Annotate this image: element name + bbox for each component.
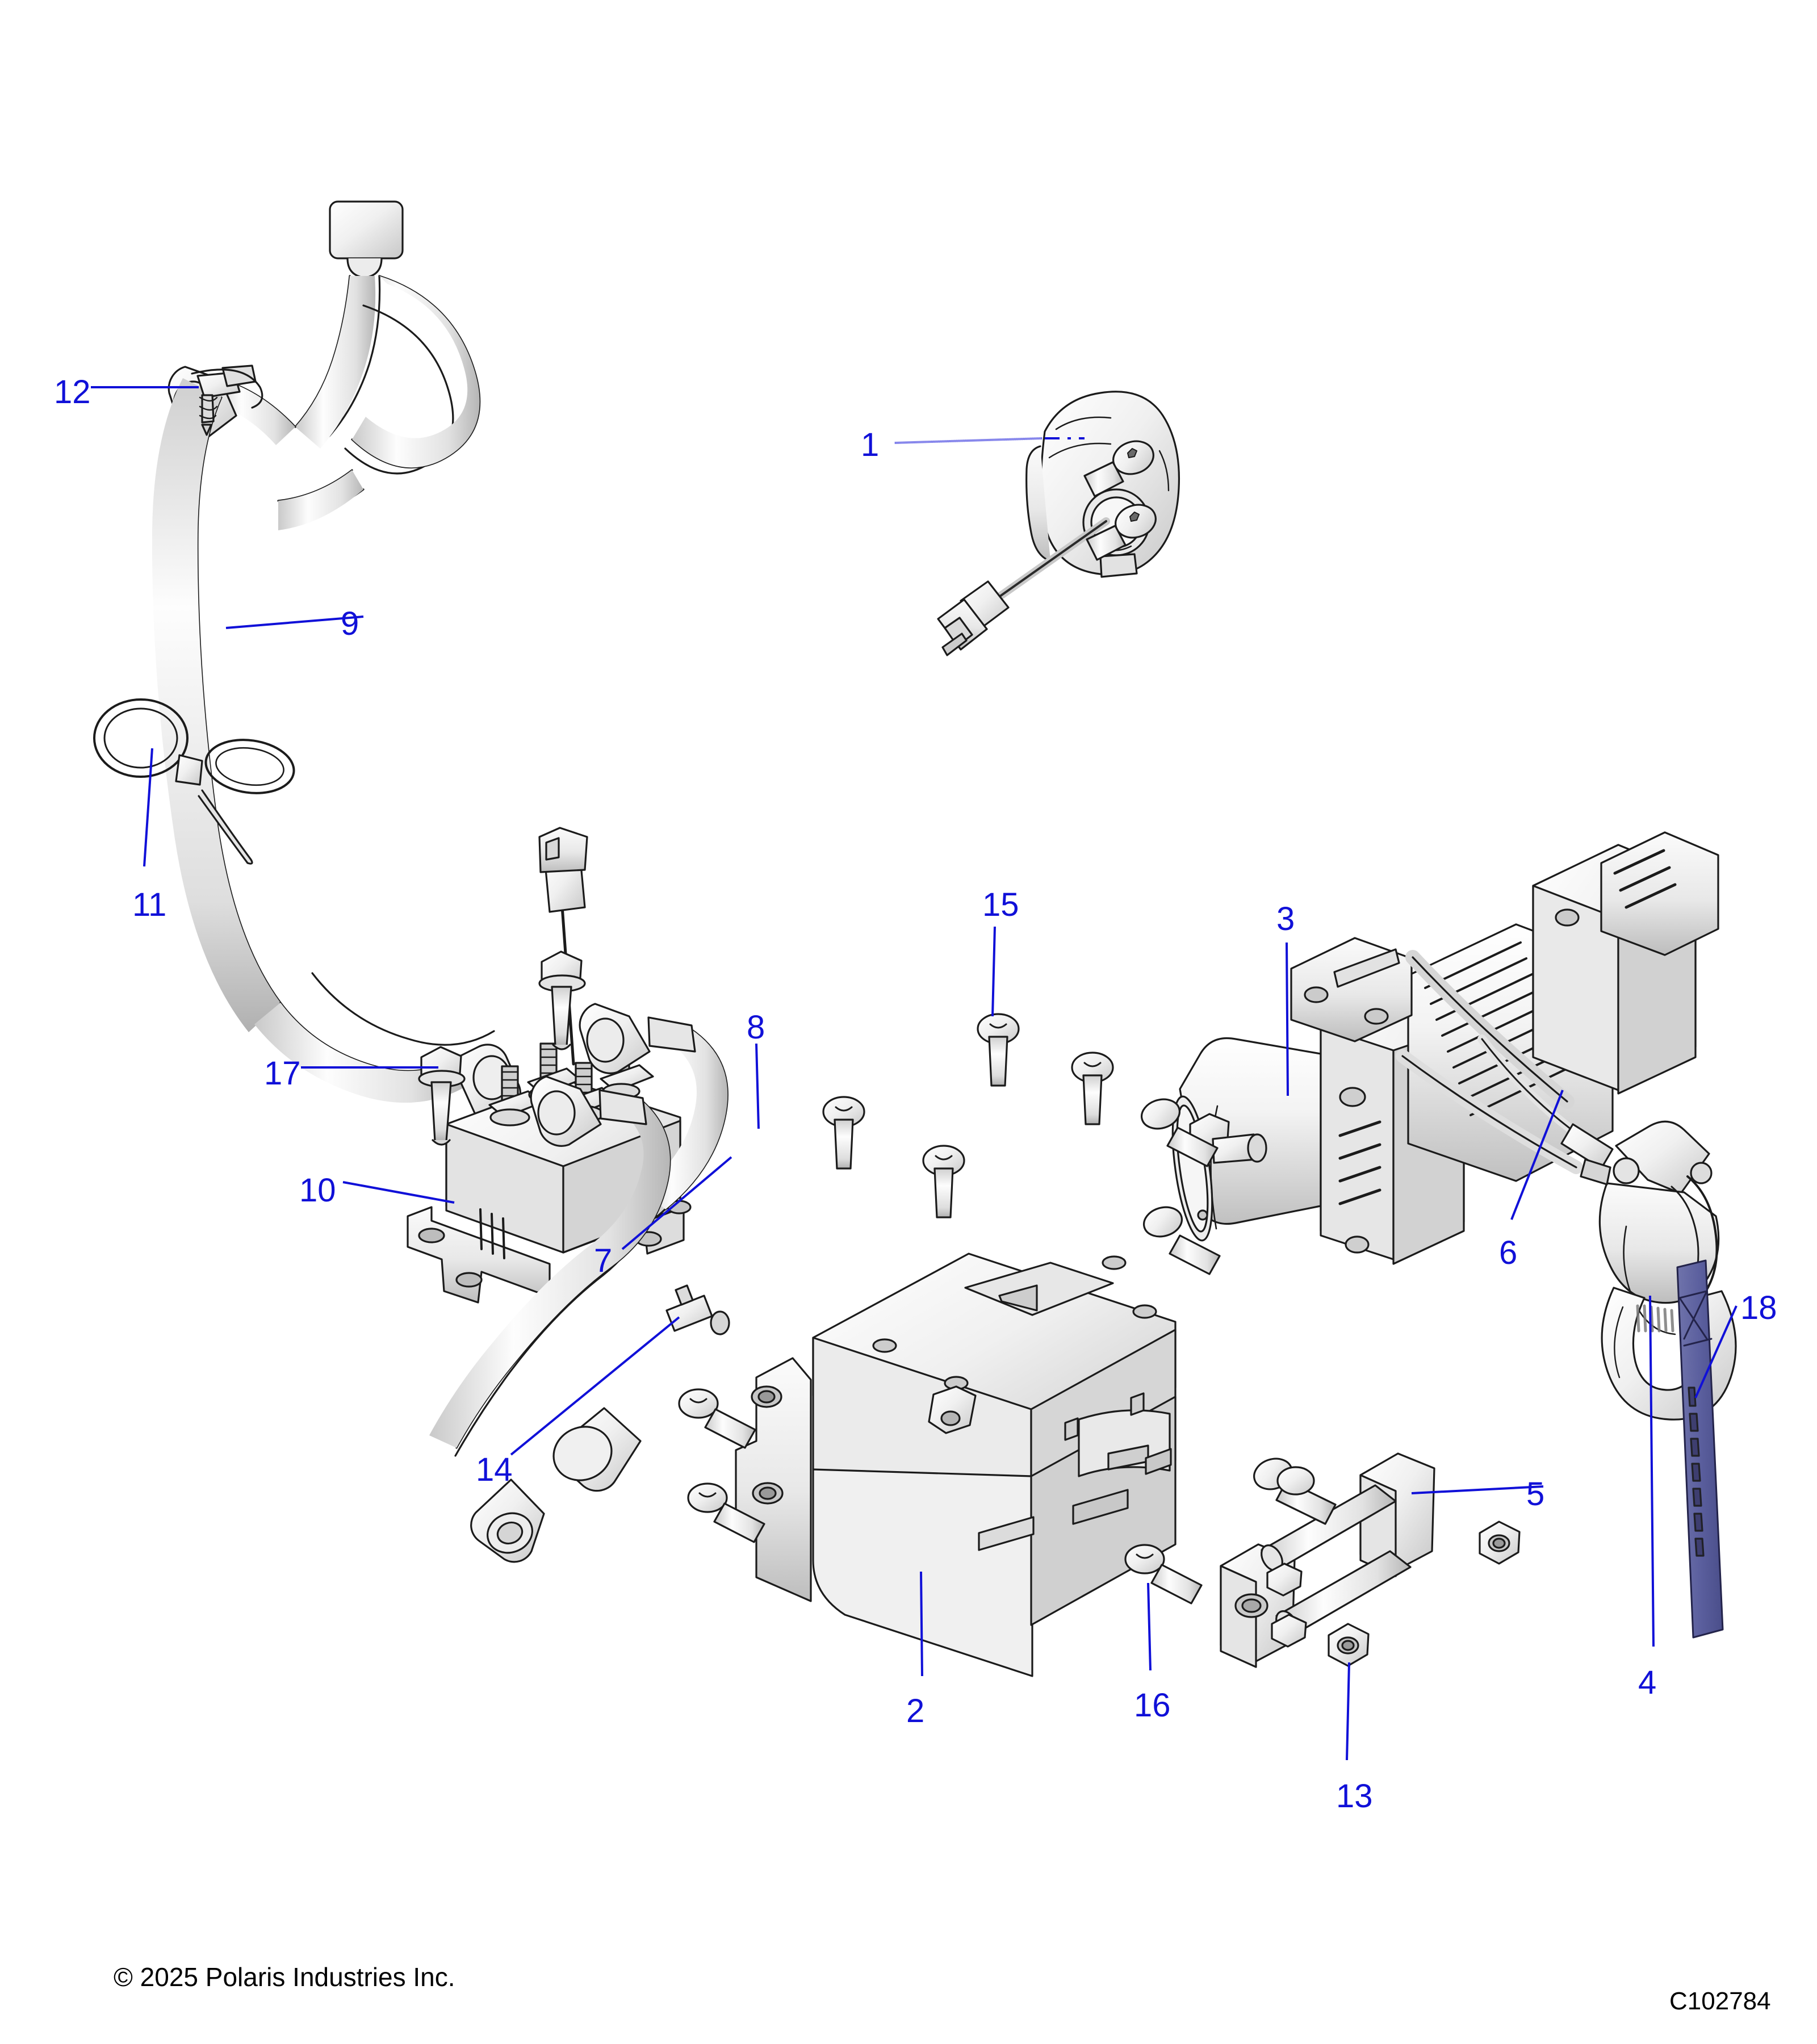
callout-14[interactable]: 14 xyxy=(476,1451,513,1488)
callout-6[interactable]: 6 xyxy=(1499,1234,1518,1271)
callout-11[interactable]: 11 xyxy=(132,886,167,923)
callout-4[interactable]: 4 xyxy=(1638,1664,1657,1701)
screw-15 xyxy=(977,1013,1020,1087)
screw-16 xyxy=(1124,1544,1203,1605)
leader-lines xyxy=(91,386,1738,1761)
callout-12[interactable]: 12 xyxy=(54,374,91,411)
hex-flange-bolt-extra xyxy=(538,950,586,1050)
drawing-number: C102784 xyxy=(1669,1987,1771,2015)
screw-d xyxy=(678,1388,756,1449)
callout-9[interactable]: 9 xyxy=(341,605,359,642)
button-head-screws xyxy=(678,1013,1315,1605)
winch-assembly-part xyxy=(1171,831,1719,1265)
polaris-hook-strap-part xyxy=(1676,1259,1724,1639)
hex-flange-bolt-17 xyxy=(418,1046,466,1146)
callout-15[interactable]: 15 xyxy=(982,886,1019,923)
switch-screw-2 xyxy=(1086,504,1157,561)
switch-screw-1 xyxy=(1083,440,1154,497)
screw-f xyxy=(1140,1098,1219,1167)
screw-b xyxy=(822,1096,865,1170)
lock-nut-13 xyxy=(1328,1623,1370,1667)
callout-16[interactable]: 16 xyxy=(1134,1687,1171,1724)
callout-2[interactable]: 2 xyxy=(906,1693,925,1729)
roller-fairlead-part xyxy=(1220,1452,1435,1668)
callout-5[interactable]: 5 xyxy=(1526,1476,1545,1513)
winch-hook-part xyxy=(1580,1120,1737,1421)
copyright-notice: © 2025 Polaris Industries Inc. xyxy=(114,1962,455,1992)
callout-8[interactable]: 8 xyxy=(747,1009,765,1046)
callout-1[interactable]: 1 xyxy=(861,426,880,463)
callout-17[interactable]: 17 xyxy=(264,1055,301,1092)
screw-c xyxy=(922,1145,965,1218)
callout-10[interactable]: 10 xyxy=(299,1172,336,1209)
callout-13[interactable]: 13 xyxy=(1336,1778,1373,1815)
winch-mount-bracket-part xyxy=(735,1253,1177,1677)
lock-nut-extra xyxy=(1479,1521,1521,1565)
screw-h xyxy=(1276,1466,1315,1496)
handlebar-switch-part xyxy=(937,391,1180,656)
cable-tie-part xyxy=(665,1284,730,1335)
callout-18[interactable]: 18 xyxy=(1740,1289,1777,1326)
screw-a xyxy=(1071,1052,1114,1125)
callout-3[interactable]: 3 xyxy=(1276,900,1295,937)
screw-g xyxy=(1142,1206,1221,1275)
battery-cables-part xyxy=(429,1003,730,1563)
wire-harness-part xyxy=(152,200,521,1124)
screw-e xyxy=(687,1482,765,1543)
ring-clamp-part xyxy=(93,698,295,865)
harness-clamp-part xyxy=(191,365,263,436)
callout-7[interactable]: 7 xyxy=(594,1242,613,1279)
